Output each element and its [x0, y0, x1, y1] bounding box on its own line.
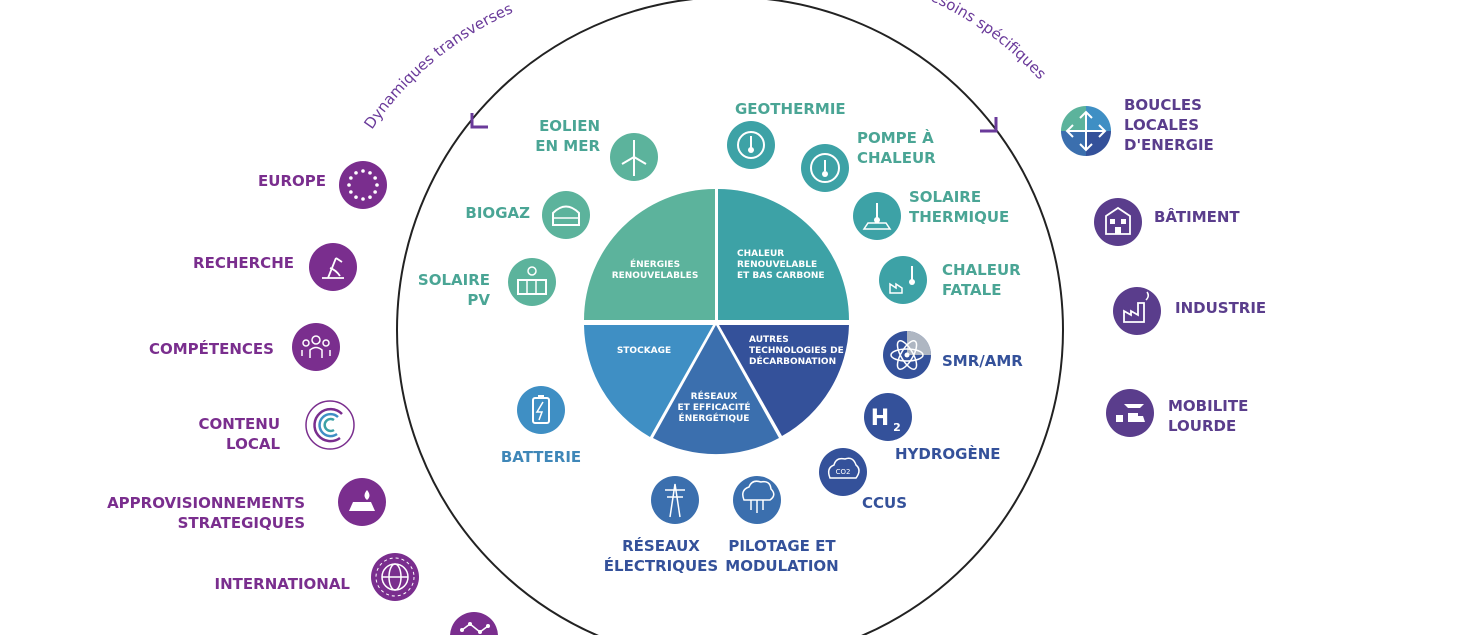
- eu-star: [354, 195, 358, 199]
- pilotage-icon: [733, 476, 781, 524]
- sector-reseaux: [653, 325, 779, 455]
- svg-text:CO2: CO2: [836, 468, 851, 476]
- recherche-icon: [309, 243, 357, 291]
- sector-renouvelables: [584, 189, 715, 320]
- chaleur-fatale-icon: [879, 256, 927, 304]
- mobilite-lourde-icon: [1106, 389, 1154, 437]
- sector-label-stockage: STOCKAGE: [616, 346, 672, 356]
- label-smr: SMR/AMR: [942, 352, 1023, 370]
- label-biogaz: BIOGAZ: [465, 204, 530, 222]
- eolien-icon: [610, 133, 658, 181]
- corner-mark-left: [470, 113, 488, 129]
- label-competences: COMPÉTENCES: [148, 340, 274, 358]
- svg-text:H: H: [871, 406, 889, 431]
- label-industrie: INDUSTRIE: [1175, 299, 1267, 317]
- boucles-locales-icon: [1061, 106, 1111, 156]
- sector-chaleur: [718, 189, 849, 320]
- approvisionnements-icon: [338, 478, 386, 526]
- biogaz-icon: [542, 191, 590, 239]
- eu-star: [373, 190, 377, 194]
- batiment-icon: [1094, 198, 1142, 246]
- label-recherche: RECHERCHE: [193, 254, 294, 272]
- label-europe: EUROPE: [258, 172, 326, 190]
- ccus-icon: CO2: [819, 448, 867, 496]
- eu-star: [373, 176, 377, 180]
- smr-icon: [883, 331, 931, 379]
- corner-mark-right: [980, 117, 998, 133]
- reseaux-electriques-icon: [651, 476, 699, 524]
- eu-star: [361, 197, 365, 201]
- label-international: INTERNATIONAL: [214, 575, 350, 593]
- hydrogene-icon: H 2: [864, 393, 912, 441]
- industrie-icon: [1113, 287, 1161, 335]
- eu-star: [349, 176, 353, 180]
- label-geothermie: GEOTHERMIE: [735, 100, 846, 118]
- competences-icon: [292, 323, 340, 371]
- label-ccus: CCUS: [862, 494, 907, 512]
- pompe-chaleur-icon: [801, 144, 849, 192]
- eu-star: [368, 171, 372, 175]
- eu-star: [368, 195, 372, 199]
- solaire-thermique-icon: [853, 192, 901, 240]
- solaire-pv-icon: [508, 258, 556, 306]
- label-hydrogene: HYDROGÈNE: [895, 445, 1001, 463]
- sector-stockage: [584, 325, 713, 437]
- sector-autres: [719, 325, 849, 436]
- contenu-local-icon: [305, 400, 355, 450]
- europe-icon: [339, 161, 387, 209]
- geothermie-icon: [727, 121, 775, 169]
- eu-star: [349, 190, 353, 194]
- eu-star: [361, 169, 365, 173]
- batterie-icon: [517, 386, 565, 434]
- label-batiment: BÂTIMENT: [1154, 208, 1240, 226]
- svg-text:2: 2: [893, 421, 901, 434]
- eu-star: [375, 183, 379, 187]
- eu-star: [354, 171, 358, 175]
- eu-star: [347, 183, 351, 187]
- outer-ring: [396, 0, 1064, 635]
- network-icon: [450, 612, 498, 635]
- label-batterie: BATTERIE: [500, 448, 582, 466]
- international-icon: [371, 553, 419, 601]
- arc-title-left: Dynamiques transverses: [360, 0, 515, 132]
